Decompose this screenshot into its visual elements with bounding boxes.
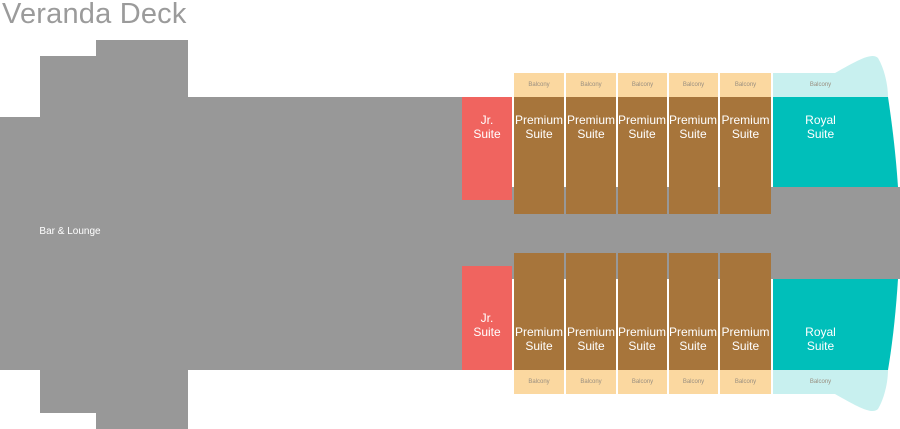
royal-balcony-top[interactable] (773, 55, 888, 97)
balcony-top-4[interactable] (669, 73, 718, 97)
balcony-bottom-2-label: Balcony (580, 379, 602, 385)
bar-lounge-label: Bar & Lounge (39, 226, 101, 237)
balcony-top-3[interactable] (618, 73, 667, 97)
premium-label-line2: Suite (577, 127, 605, 141)
balcony-top-2[interactable] (566, 73, 616, 97)
premium-label-line2: Suite (731, 339, 760, 353)
jr-suite-label-line1: Jr. (480, 113, 494, 127)
balcony-bottom-5[interactable] (720, 370, 771, 394)
premium-suite-top-3[interactable] (618, 97, 667, 214)
premium-suite-bottom-2[interactable] (566, 253, 616, 370)
balcony-bottom-5-label: Balcony (734, 379, 757, 385)
premium-label-line2: Suite (679, 127, 707, 141)
royal-label-line2: Suite (806, 127, 835, 141)
premium-label-line2: Suite (628, 127, 656, 141)
balcony-top-3-label: Balcony (631, 82, 654, 88)
premium-label-line2: Suite (525, 339, 553, 353)
premium-label-line1: Premium (668, 113, 717, 127)
deck-hull (0, 40, 462, 429)
balcony-bottom-2[interactable] (566, 370, 616, 394)
balcony-top-5[interactable] (720, 73, 771, 97)
royal-balcony-bottom-label: Balcony (809, 379, 832, 385)
jr-suite-top[interactable] (462, 97, 512, 200)
premium-label-line1: Premium (566, 325, 615, 339)
balcony-top-1[interactable] (514, 73, 564, 97)
balcony-bottom-3[interactable] (618, 370, 667, 394)
balcony-top-2-label: Balcony (580, 82, 602, 88)
premium-suite-top-2[interactable] (566, 97, 616, 214)
premium-label-line1: Premium (617, 113, 666, 127)
balcony-top-5-label: Balcony (734, 82, 757, 88)
royal-balcony-bottom[interactable] (773, 370, 888, 412)
royal-suite-top[interactable] (773, 97, 898, 187)
balcony-bottom-1[interactable] (514, 370, 564, 394)
premium-suite-top-1[interactable] (514, 97, 564, 214)
balcony-bottom-4-label: Balcony (682, 379, 705, 385)
royal-label-line1: Royal (805, 325, 836, 339)
jr-suite-top-label: Jr. Suite (462, 113, 512, 141)
balcony-top-1-label: Balcony (528, 82, 550, 88)
premium-label-line2: Suite (525, 127, 553, 141)
premium-label-line1: Premium (721, 325, 770, 339)
premium-suite-bottom-3[interactable] (618, 253, 667, 370)
premium-label-line1: Premium (721, 113, 770, 127)
royal-balcony-top-label: Balcony (809, 82, 832, 88)
royal-label-line2: Suite (806, 339, 835, 353)
premium-suite-top-5[interactable] (720, 97, 771, 214)
premium-label-line2: Suite (577, 339, 605, 353)
jr-suite-bottom[interactable] (462, 266, 512, 370)
premium-suite-top-4[interactable] (669, 97, 718, 214)
deck-title: Veranda Deck (2, 0, 187, 30)
premium-label-line2: Suite (731, 127, 760, 141)
jr-suite-bottom-label: Jr. Suite (462, 311, 512, 339)
royal-suite-bottom[interactable] (773, 279, 898, 370)
premium-label-line1: Premium (566, 113, 615, 127)
balcony-top-4-label: Balcony (682, 82, 705, 88)
jr-suite-label-line1: Jr. (480, 311, 494, 325)
jr-suite-label-line2: Suite (473, 127, 501, 141)
premium-suite-bottom-5[interactable] (720, 253, 771, 370)
balcony-bottom-1-label: Balcony (528, 379, 550, 385)
royal-label-line1: Royal (805, 113, 836, 127)
premium-label-line2: Suite (628, 339, 656, 353)
premium-label-line1: Premium (668, 325, 717, 339)
premium-label-line1: Premium (514, 325, 563, 339)
balcony-bottom-4[interactable] (669, 370, 718, 394)
premium-label-line1: Premium (514, 113, 563, 127)
premium-label-line2: Suite (679, 339, 707, 353)
premium-label-line1: Premium (617, 325, 666, 339)
premium-suite-bottom-1[interactable] (514, 253, 564, 370)
balcony-bottom-3-label: Balcony (631, 379, 654, 385)
premium-suite-bottom-4[interactable] (669, 253, 718, 370)
jr-suite-label-line2: Suite (473, 325, 501, 339)
